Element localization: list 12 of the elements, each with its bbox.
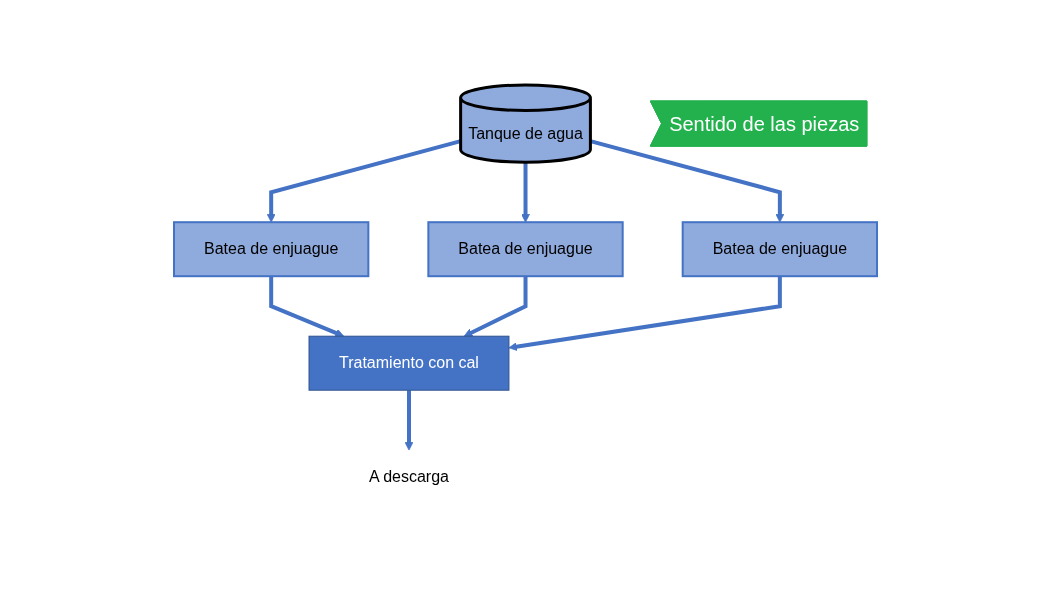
arrow [266,139,462,223]
node-box: Tratamiento con cal [308,336,510,392]
node-text: A descarga [368,468,449,486]
arrow [463,276,528,338]
arrow [404,390,414,451]
arrow [521,162,530,223]
node-box: Batea de enjuague [427,221,624,278]
node-box: Batea de enjuague [681,221,878,278]
arrow [508,276,782,352]
arrow [269,276,345,338]
arrow [589,139,785,223]
node-box: Batea de enjuague [173,221,370,278]
